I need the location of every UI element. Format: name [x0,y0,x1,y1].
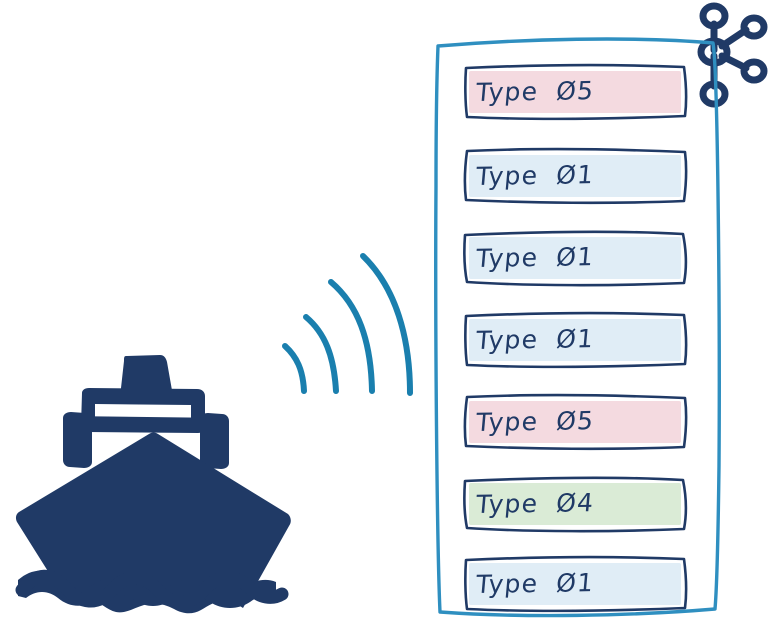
type-prefix: Type [474,243,540,274]
type-code: Ø1 [555,160,596,190]
type-code: Ø1 [555,324,596,354]
type-list-item-label: Type Ø1 [474,560,683,607]
type-list-item-label: Type Ø5 [474,68,683,115]
row-highlight-blue [469,155,681,197]
row-highlight-blue [469,563,681,605]
type-list-item-label: Type Ø1 [474,152,683,199]
type-prefix: Type [474,407,540,438]
row-highlight-blue [469,237,681,279]
type-code: Ø1 [555,568,596,598]
row-border-sketch [463,147,688,205]
type-prefix: Type [474,325,540,356]
type-list-item[interactable]: Type Ø1 [462,146,690,210]
ship-svg [15,355,291,614]
type-code: Ø4 [555,488,596,518]
ship-front-icon [8,330,308,630]
type-prefix: Type [474,489,540,520]
type-code: Ø1 [555,242,596,272]
type-prefix: Type [474,569,540,600]
sketch-panel-frame [432,26,722,636]
type-list-item[interactable]: Type Ø1 [462,228,690,292]
row-border-sketch [464,311,688,369]
type-list-item[interactable]: Type Ø5 [462,62,690,126]
row-highlight-blue [469,319,681,361]
row-border-sketch [464,63,688,121]
type-list-item-label: Type Ø4 [474,480,683,527]
type-list-item[interactable]: Type Ø5 [462,392,690,456]
type-prefix: Type [474,161,540,192]
type-list-item-label: Type Ø1 [474,234,683,281]
type-list-item-label: Type Ø1 [474,316,683,363]
type-list-item[interactable]: Type Ø1 [462,310,690,374]
type-list-item-label: Type Ø5 [474,398,683,445]
row-border-sketch [464,555,688,613]
type-list-item[interactable]: Type Ø1 [462,554,690,618]
row-highlight-green [469,483,681,525]
signal-waves-svg [282,253,413,396]
row-border-sketch [463,393,688,451]
row-highlight-pink [469,71,681,113]
type-list-item[interactable]: Type Ø4 [462,474,690,538]
row-border-sketch [463,230,688,287]
type-code: Ø5 [555,406,596,436]
row-border-sketch [463,476,688,533]
row-highlight-pink [469,401,681,443]
type-code: Ø5 [555,76,596,106]
panel-frame-svg [434,37,721,618]
type-prefix: Type [474,77,540,108]
signal-waves-icon [278,243,443,428]
